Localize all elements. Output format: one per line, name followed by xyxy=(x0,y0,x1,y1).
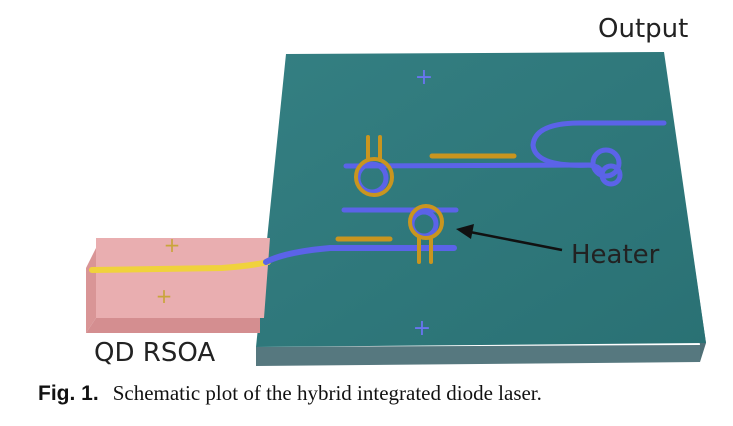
output-bend xyxy=(530,120,667,168)
ring-resonator-1 xyxy=(354,135,394,197)
rsoa-front xyxy=(86,318,260,333)
rsoa-plus-bottom: + xyxy=(156,284,173,308)
heater-2 xyxy=(408,204,444,240)
chip-top xyxy=(256,52,706,347)
chip-side-front xyxy=(256,345,700,366)
chip-plus-top: + xyxy=(415,65,433,90)
input-bus-waveguide xyxy=(263,245,457,265)
silicon-chip xyxy=(256,52,706,366)
rsoa-top xyxy=(96,238,270,318)
figure-caption: Fig. 1. Schematic plot of the hybrid inte… xyxy=(38,381,542,406)
ring-resonator-2 xyxy=(408,204,444,264)
caption-figure-number: Fig. 1. xyxy=(38,382,99,405)
heater-arrow-line xyxy=(469,230,563,252)
heater-1 xyxy=(354,157,394,197)
output-label: Output xyxy=(598,14,689,44)
rsoa-plus-top: + xyxy=(164,233,181,257)
chip-plus-bottom: + xyxy=(413,316,431,341)
caption-text: Schematic plot of the hybrid integrated … xyxy=(112,381,542,405)
arrow-left-icon xyxy=(456,224,474,239)
heater-label: Heater xyxy=(571,240,660,270)
qd-rsoa-label: QD RSOA xyxy=(94,338,216,368)
